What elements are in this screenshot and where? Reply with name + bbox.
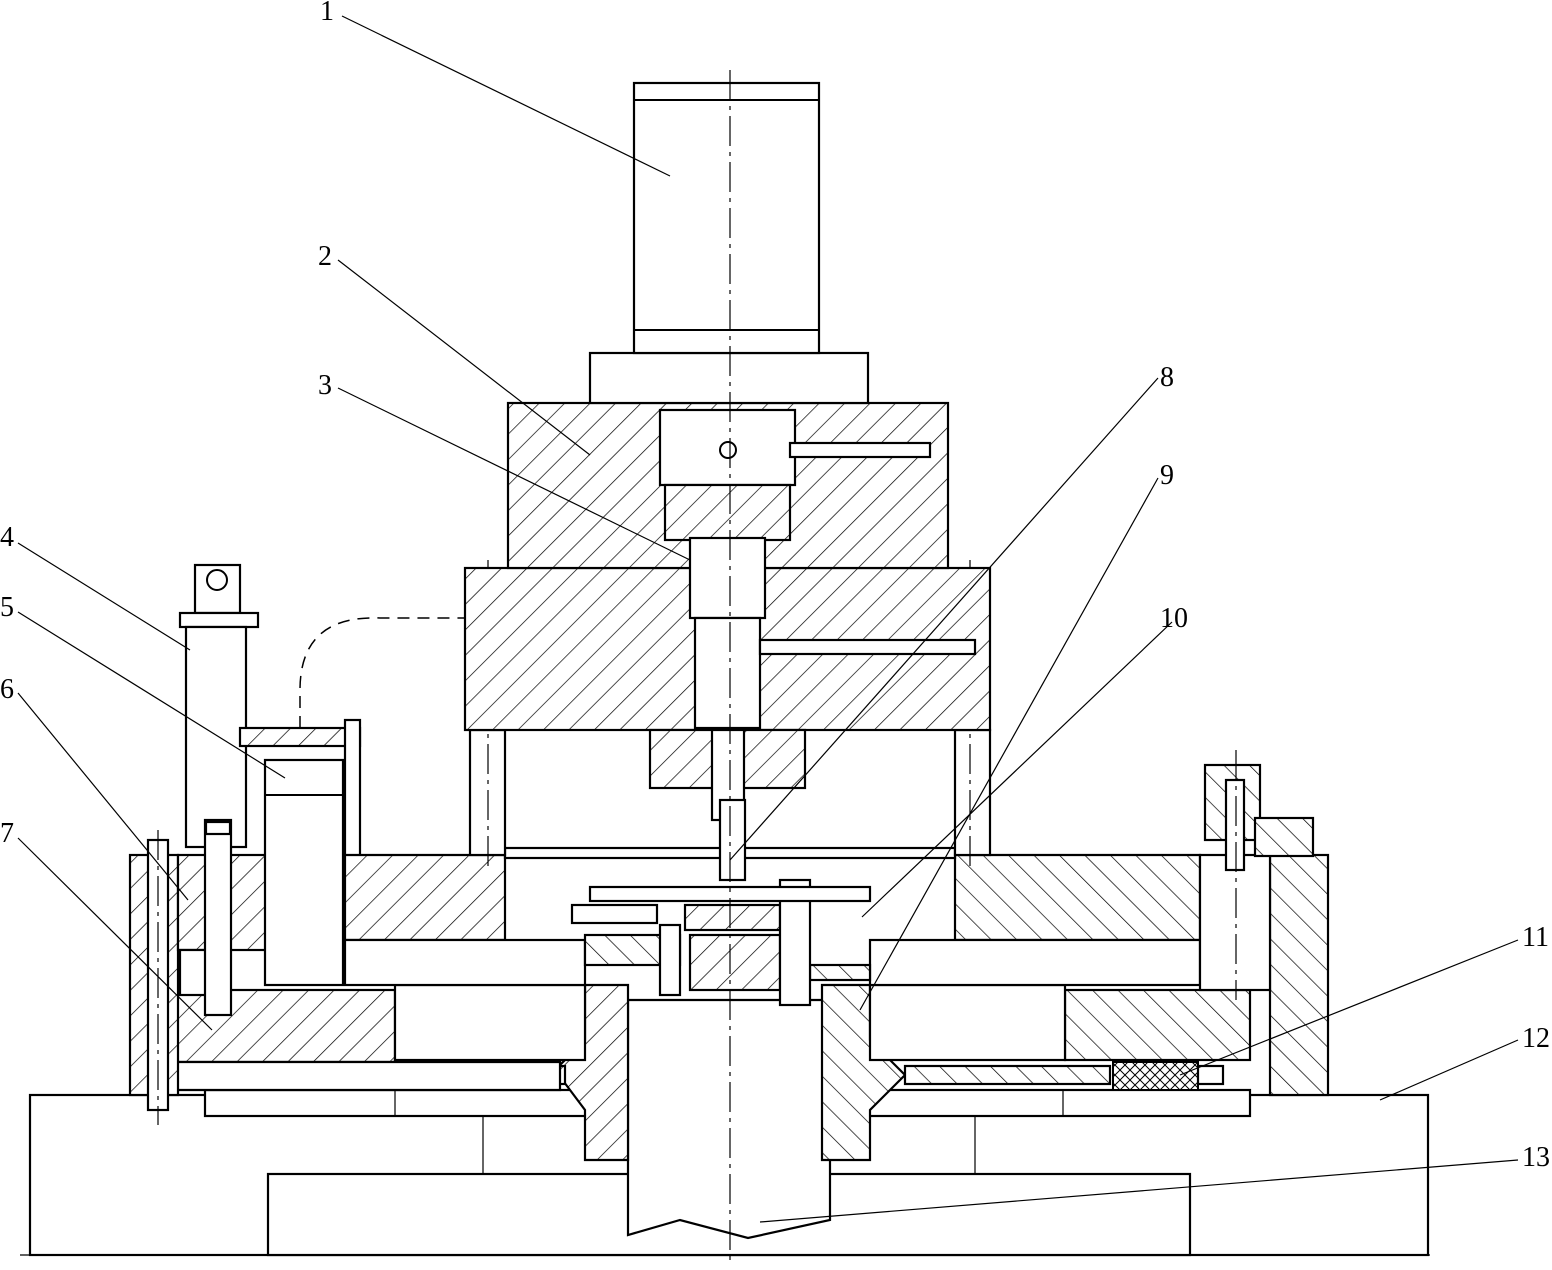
callout-10: 10 bbox=[1160, 603, 1188, 634]
left-wall bbox=[128, 830, 268, 1125]
workpiece-shaft bbox=[626, 998, 832, 1240]
callout-labels: 1 2 3 4 5 6 7 8 9 10 11 12 13 bbox=[0, 0, 1550, 1173]
callout-6: 6 bbox=[0, 674, 14, 705]
left-spring-cylinder bbox=[238, 617, 690, 987]
center-line bbox=[20, 70, 1435, 1265]
left-cylinder bbox=[178, 563, 260, 1017]
callout-5: 5 bbox=[0, 592, 14, 623]
callout-3: 3 bbox=[318, 370, 332, 401]
left-plates bbox=[173, 983, 587, 1092]
callout-1: 1 bbox=[320, 0, 334, 27]
right-wall bbox=[1198, 750, 1330, 1097]
central-die bbox=[570, 798, 872, 1007]
callout-2: 2 bbox=[318, 241, 332, 272]
leader-lines bbox=[17, 15, 1519, 1223]
motor bbox=[632, 81, 821, 355]
callout-9: 9 bbox=[1160, 460, 1174, 491]
callout-13: 13 bbox=[1522, 1142, 1550, 1173]
callout-7: 7 bbox=[0, 818, 14, 849]
right-plates bbox=[868, 983, 1252, 1091]
callout-12: 12 bbox=[1522, 1023, 1550, 1054]
callout-8: 8 bbox=[1160, 362, 1174, 393]
callout-11: 11 bbox=[1522, 922, 1549, 953]
upper-head bbox=[463, 351, 992, 822]
callout-4: 4 bbox=[0, 522, 14, 553]
